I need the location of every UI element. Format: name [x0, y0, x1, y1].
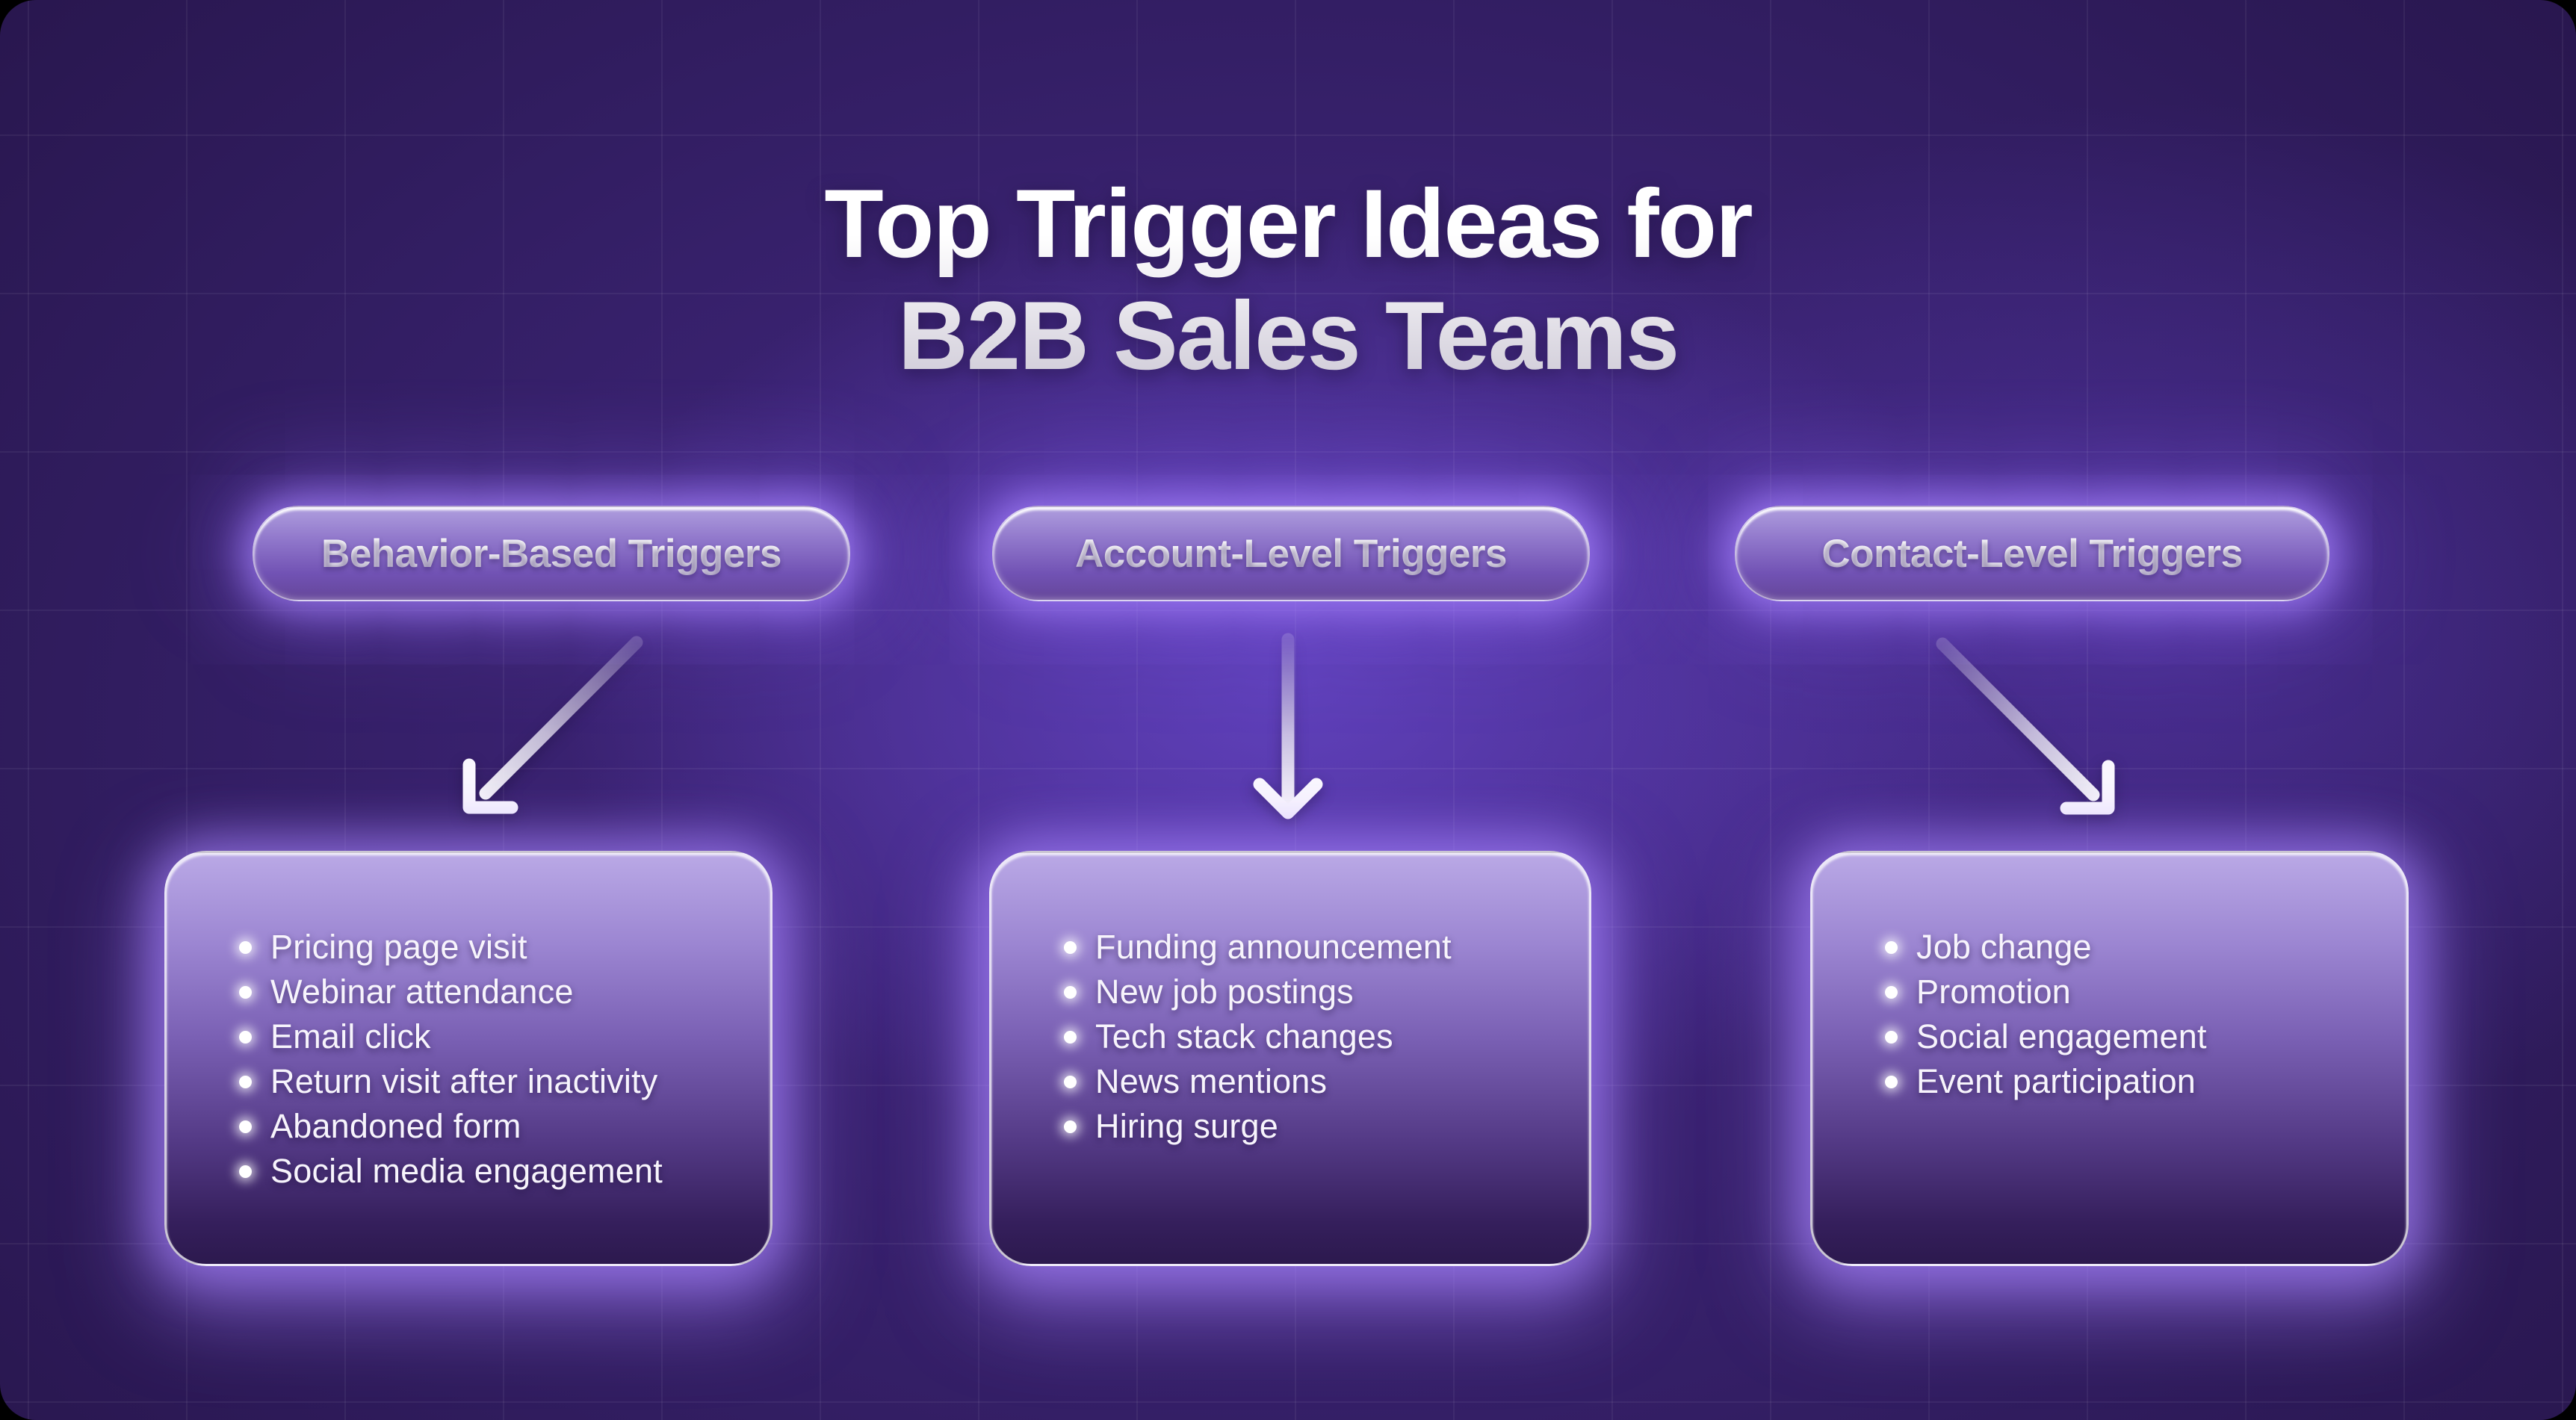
list-item: Pricing page visit — [239, 925, 740, 970]
bullet-dot-icon — [239, 985, 252, 999]
list-item: New job postings — [1064, 970, 1559, 1014]
card-behavior-based-triggers: Pricing page visit Webinar attendance Em… — [164, 851, 773, 1266]
list-item: Social media engagement — [239, 1149, 740, 1194]
bullet-dot-icon — [239, 1120, 252, 1133]
list-item: Return visit after inactivity — [239, 1059, 740, 1104]
list-item: Promotion — [1885, 970, 2377, 1014]
pill-contact-label: Contact-Level Triggers — [1821, 531, 2243, 576]
contact-trigger-list: Job change Promotion Social engagement E… — [1812, 853, 2406, 1104]
bullet-dot-icon — [239, 1075, 252, 1088]
bullet-dot-icon — [1885, 1030, 1898, 1044]
arrow-down-icon — [1253, 633, 1323, 819]
pill-behavior-label: Behavior-Based Triggers — [321, 531, 781, 576]
list-item: Tech stack changes — [1064, 1014, 1559, 1059]
bullet-dot-icon — [1885, 985, 1898, 999]
bullet-dot-icon — [1885, 1075, 1898, 1088]
list-item: News mentions — [1064, 1059, 1559, 1104]
list-item: Funding announcement — [1064, 925, 1559, 970]
arrow-down-left-icon — [462, 636, 643, 814]
bullet-dot-icon — [1885, 940, 1898, 954]
bullet-dot-icon — [239, 940, 252, 954]
list-item: Social engagement — [1885, 1014, 2377, 1059]
pill-contact-level-triggers: Contact-Level Triggers — [1735, 506, 2329, 601]
account-trigger-list: Funding announcement New job postings Te… — [991, 853, 1589, 1149]
behavior-trigger-list: Pricing page visit Webinar attendance Em… — [167, 853, 770, 1194]
list-item: Abandoned form — [239, 1104, 740, 1149]
bullet-dot-icon — [239, 1165, 252, 1178]
list-item: Job change — [1885, 925, 2377, 970]
pill-account-label: Account-Level Triggers — [1074, 531, 1508, 576]
bullet-dot-icon — [1064, 985, 1077, 999]
bullet-dot-icon — [1064, 1030, 1077, 1044]
bullet-dot-icon — [239, 1030, 252, 1044]
list-item: Event participation — [1885, 1059, 2377, 1104]
pill-behavior-based-triggers: Behavior-Based Triggers — [253, 506, 850, 601]
list-item: Hiring surge — [1064, 1104, 1559, 1149]
pill-account-level-triggers: Account-Level Triggers — [992, 506, 1590, 601]
bullet-dot-icon — [1064, 1120, 1077, 1133]
card-contact-level-triggers: Job change Promotion Social engagement E… — [1810, 851, 2409, 1266]
arrow-down-right-icon — [1936, 637, 2115, 815]
bullet-dot-icon — [1064, 940, 1077, 954]
list-item: Webinar attendance — [239, 970, 740, 1014]
list-item: Email click — [239, 1014, 740, 1059]
card-account-level-triggers: Funding announcement New job postings Te… — [989, 851, 1591, 1266]
bullet-dot-icon — [1064, 1075, 1077, 1088]
